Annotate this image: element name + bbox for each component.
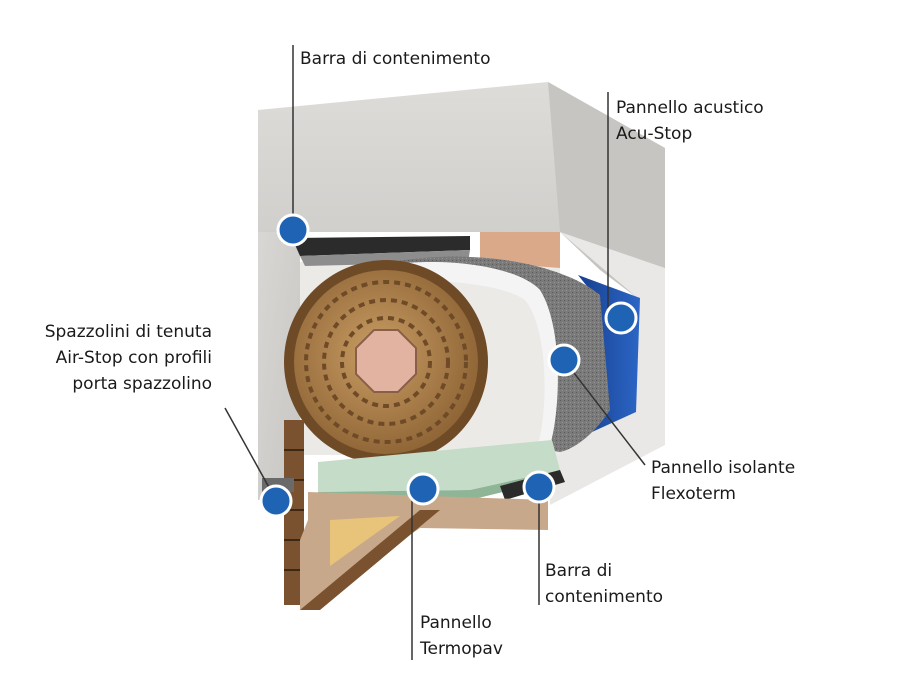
label-pannello-acustico: Pannello acustico Acu-Stop (616, 95, 764, 147)
label-barra-di-contenimento-top: Barra di contenimento (300, 46, 491, 72)
roller-slat-ring-2 (322, 298, 450, 426)
label-line: porta spazzolino (72, 374, 212, 394)
hanging-shutter-slats (284, 420, 304, 605)
label-line: Acu-Stop (616, 124, 693, 144)
label-line: Air-Stop con profili (55, 348, 212, 368)
label-pannello-isolante: Pannello isolante Flexoterm (651, 455, 795, 507)
label-line: Spazzolini di tenuta (44, 322, 212, 342)
marker-barra-bottom (522, 470, 556, 504)
marker-spazzolini (259, 484, 293, 518)
outer-casing-right (548, 232, 665, 505)
marker-termopav (406, 472, 440, 506)
termopav-edge (318, 470, 560, 500)
label-line: Barra di contenimento (300, 49, 491, 69)
marker-barra-top (276, 213, 310, 247)
label-line: Pannello (420, 613, 492, 633)
termopav-panel (318, 440, 560, 492)
label-spazzolini: Spazzolini di tenuta Air-Stop con profil… (45, 319, 212, 397)
label-line: Termopav (420, 639, 503, 659)
top-containment-bar (292, 236, 470, 256)
marker-acu-stop (604, 301, 638, 335)
roller-slat-ring-3 (340, 316, 432, 408)
label-barra-di-contenimento-bottom: Barra di contenimento (545, 558, 663, 610)
label-line: Barra di (545, 561, 613, 581)
leader-line (224, 407, 277, 501)
label-line: Pannello isolante (651, 458, 796, 478)
wood-light-board (330, 516, 400, 566)
roller-slat-ring-1 (304, 280, 468, 444)
flexoterm-panel (392, 256, 610, 452)
roller-axle (355, 329, 417, 393)
wood-top-strip (480, 232, 560, 268)
label-line: Flexoterm (651, 484, 736, 504)
wood-diagonal-board (300, 510, 440, 610)
marker-flexoterm (547, 343, 581, 377)
leader-line (563, 359, 646, 466)
label-pannello-termopav: Pannello Termopav (420, 610, 503, 662)
label-line: contenimento (545, 587, 664, 607)
label-line: Pannello acustico (616, 98, 764, 118)
